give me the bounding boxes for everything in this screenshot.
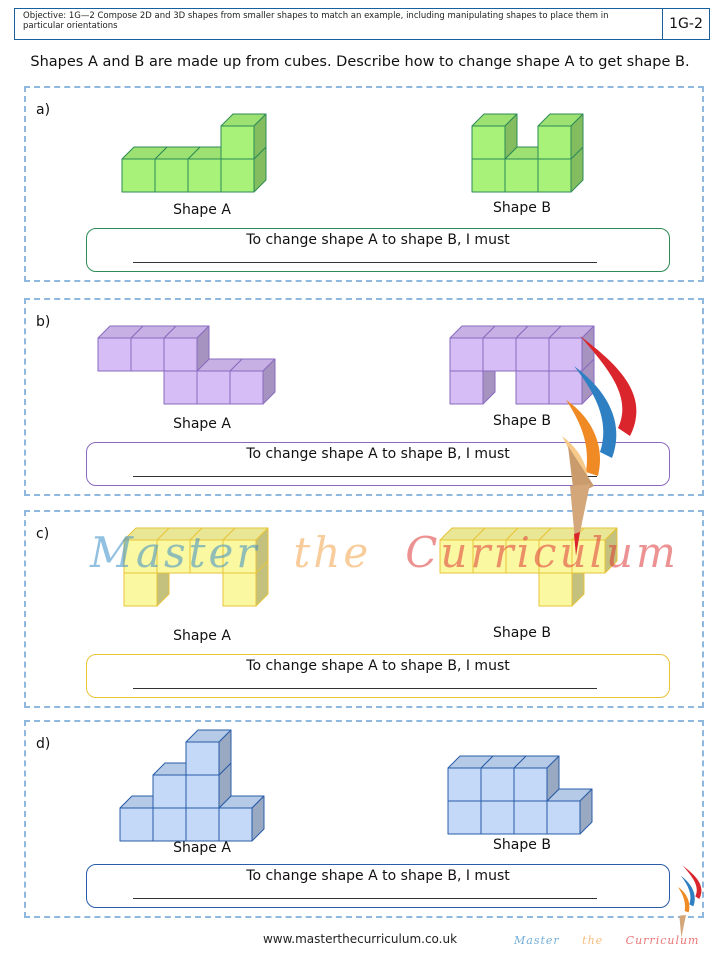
cube (471, 158, 506, 193)
cube (152, 807, 187, 842)
cube (229, 358, 276, 405)
cube (439, 527, 486, 574)
small-flame-logo-icon (678, 865, 702, 938)
cube (163, 325, 210, 372)
shape-b-figure (439, 527, 618, 607)
watermark-word-curriculum: Curriculum (405, 528, 679, 577)
shape-a-figure (119, 729, 265, 842)
section-letter: c) (36, 526, 50, 542)
objective-code: 1G-2 (662, 9, 709, 39)
cube (480, 800, 515, 835)
footer-url: www.masterthecurriculum.co.uk (262, 932, 458, 946)
section-d: d) Shape A Shape B To change shape A to … (24, 720, 704, 918)
cube (548, 325, 595, 372)
instruction-text: Shapes A and B are made up from cubes. D… (30, 54, 690, 70)
cube (218, 795, 265, 842)
shape-a-label: Shape A (173, 840, 231, 856)
cube (121, 146, 168, 193)
cube (220, 113, 267, 160)
section-letter: d) (36, 736, 51, 752)
shape-b-label: Shape B (493, 625, 551, 641)
answer-line (133, 262, 597, 263)
section-a: a) Shape A Shape B To change shape A to … (24, 86, 704, 282)
shape-a-label: Shape A (173, 202, 231, 218)
cube (537, 146, 584, 193)
cube (571, 527, 618, 574)
cube (97, 325, 144, 372)
cube (513, 755, 560, 802)
cube (185, 807, 220, 842)
cube (513, 800, 548, 835)
answer-box[interactable]: To change shape A to shape B, I must (86, 228, 670, 272)
cube (515, 325, 562, 372)
cube (447, 755, 494, 802)
shape-b-figure (471, 113, 584, 193)
footer-word-curriculum: Curriculum (625, 934, 700, 947)
answer-box[interactable]: To change shape A to shape B, I must (86, 654, 670, 698)
shape-b-label: Shape B (493, 837, 551, 853)
watermark-text: Master the Curriculum (90, 528, 679, 577)
cube (471, 113, 518, 160)
cube (546, 788, 593, 835)
objective-header: Objective: 1G—2 Compose 2D and 3D shapes… (14, 8, 710, 40)
footer-word-master: Master (514, 934, 560, 947)
cube (482, 325, 529, 372)
cube (537, 113, 584, 160)
cube (163, 370, 198, 405)
watermark-word-master: Master (90, 528, 260, 577)
answer-prompt: To change shape A to shape B, I must (246, 446, 510, 462)
answer-line (133, 688, 597, 689)
flame-pencil-logo-icon (562, 336, 637, 556)
answer-line (133, 898, 597, 899)
watermark-word-the: the (293, 528, 372, 577)
section-c: c) Shape A Shape B To change shape A to … (24, 510, 704, 708)
answer-line (133, 476, 597, 477)
shape-a-label: Shape A (173, 416, 231, 432)
footer-word-the: the (582, 934, 604, 947)
cube (447, 800, 482, 835)
shape-a-figure (121, 113, 267, 193)
section-b: b) Shape A Shape B To change shape A to … (24, 298, 704, 496)
cube (222, 560, 269, 607)
cube (515, 370, 550, 405)
cube (505, 527, 552, 574)
footer-watermark: Master the Curriculum (514, 934, 700, 947)
cube (472, 527, 519, 574)
section-letter: b) (36, 314, 51, 330)
shape-a-label: Shape A (173, 628, 231, 644)
shape-a-figure (123, 527, 269, 607)
objective-text: Objective: 1G—2 Compose 2D and 3D shapes… (23, 11, 609, 31)
answer-box[interactable]: To change shape A to shape B, I must (86, 442, 670, 486)
shape-a-figure (97, 325, 276, 405)
shape-b-figure (449, 325, 595, 405)
answer-prompt: To change shape A to shape B, I must (246, 658, 510, 674)
answer-box[interactable]: To change shape A to shape B, I must (86, 864, 670, 908)
shape-b-figure (447, 755, 593, 835)
cube (185, 729, 232, 776)
shape-b-label: Shape B (493, 200, 551, 216)
cube (123, 527, 170, 574)
answer-prompt: To change shape A to shape B, I must (246, 232, 510, 248)
answer-prompt: To change shape A to shape B, I must (246, 868, 510, 884)
cube (222, 527, 269, 574)
shape-b-label: Shape B (493, 413, 551, 429)
cube (449, 325, 496, 372)
section-letter: a) (36, 102, 51, 118)
